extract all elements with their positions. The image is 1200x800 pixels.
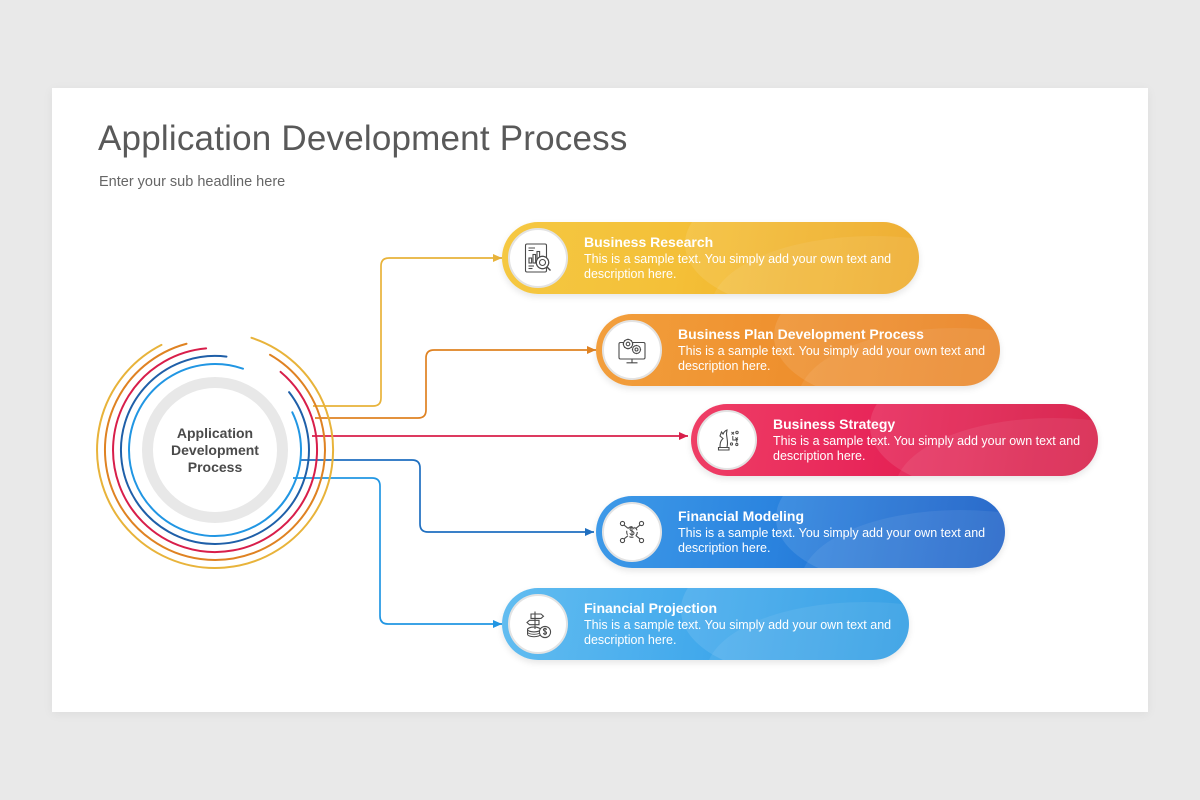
chess-knight-icon (697, 410, 757, 470)
step-bar-business-research[interactable]: Business Research This is a sample text.… (502, 222, 919, 294)
dollar-network-icon (602, 502, 662, 562)
hub-ring-darkblue (119, 355, 310, 545)
hub-ring-lightblue (128, 363, 303, 538)
page-subtitle: Enter your sub headline here (99, 174, 286, 190)
hub-circle: Application Development Process (95, 330, 335, 570)
step-title: Business Plan Development Process (678, 326, 924, 342)
step-text: Business Plan Development Process This i… (678, 325, 986, 374)
step-text: Financial Modeling This is a sample text… (678, 507, 991, 556)
step-text: Business Strategy This is a sample text.… (773, 415, 1084, 464)
step-title: Business Research (584, 234, 714, 250)
step-description: This is a sample text. You simply add yo… (584, 252, 892, 281)
step-bar-business-plan-development-process[interactable]: Business Plan Development Process This i… (596, 314, 1000, 386)
hub-ring-crimson (112, 347, 318, 554)
step-description: This is a sample text. You simply add yo… (678, 344, 986, 373)
step-title: Financial Modeling (678, 508, 805, 524)
step-title: Financial Projection (584, 600, 718, 616)
hub-ring-orange (104, 342, 326, 561)
hub-inner-circle (142, 377, 288, 523)
hub-rings (96, 336, 334, 570)
step-bar-business-strategy[interactable]: Business Strategy This is a sample text.… (691, 404, 1098, 476)
coins-signpost-icon (508, 594, 568, 654)
step-title: Business Strategy (773, 416, 896, 432)
hub-label: Application Development Process (171, 424, 259, 475)
step-description: This is a sample text. You simply add yo… (773, 434, 1081, 463)
step-description: This is a sample text. You simply add yo… (584, 618, 892, 647)
step-bar-financial-modeling[interactable]: Financial Modeling This is a sample text… (596, 496, 1005, 568)
chart-search-icon (508, 228, 568, 288)
hub-ring-yellow (96, 336, 334, 570)
step-text: Business Research This is a sample text.… (584, 233, 905, 282)
page-title: Application Development Process (98, 119, 628, 158)
step-description: This is a sample text. You simply add yo… (678, 526, 986, 555)
step-text: Financial Projection This is a sample te… (584, 599, 895, 648)
monitor-gears-icon (602, 320, 662, 380)
step-bar-financial-projection[interactable]: Financial Projection This is a sample te… (502, 588, 909, 660)
